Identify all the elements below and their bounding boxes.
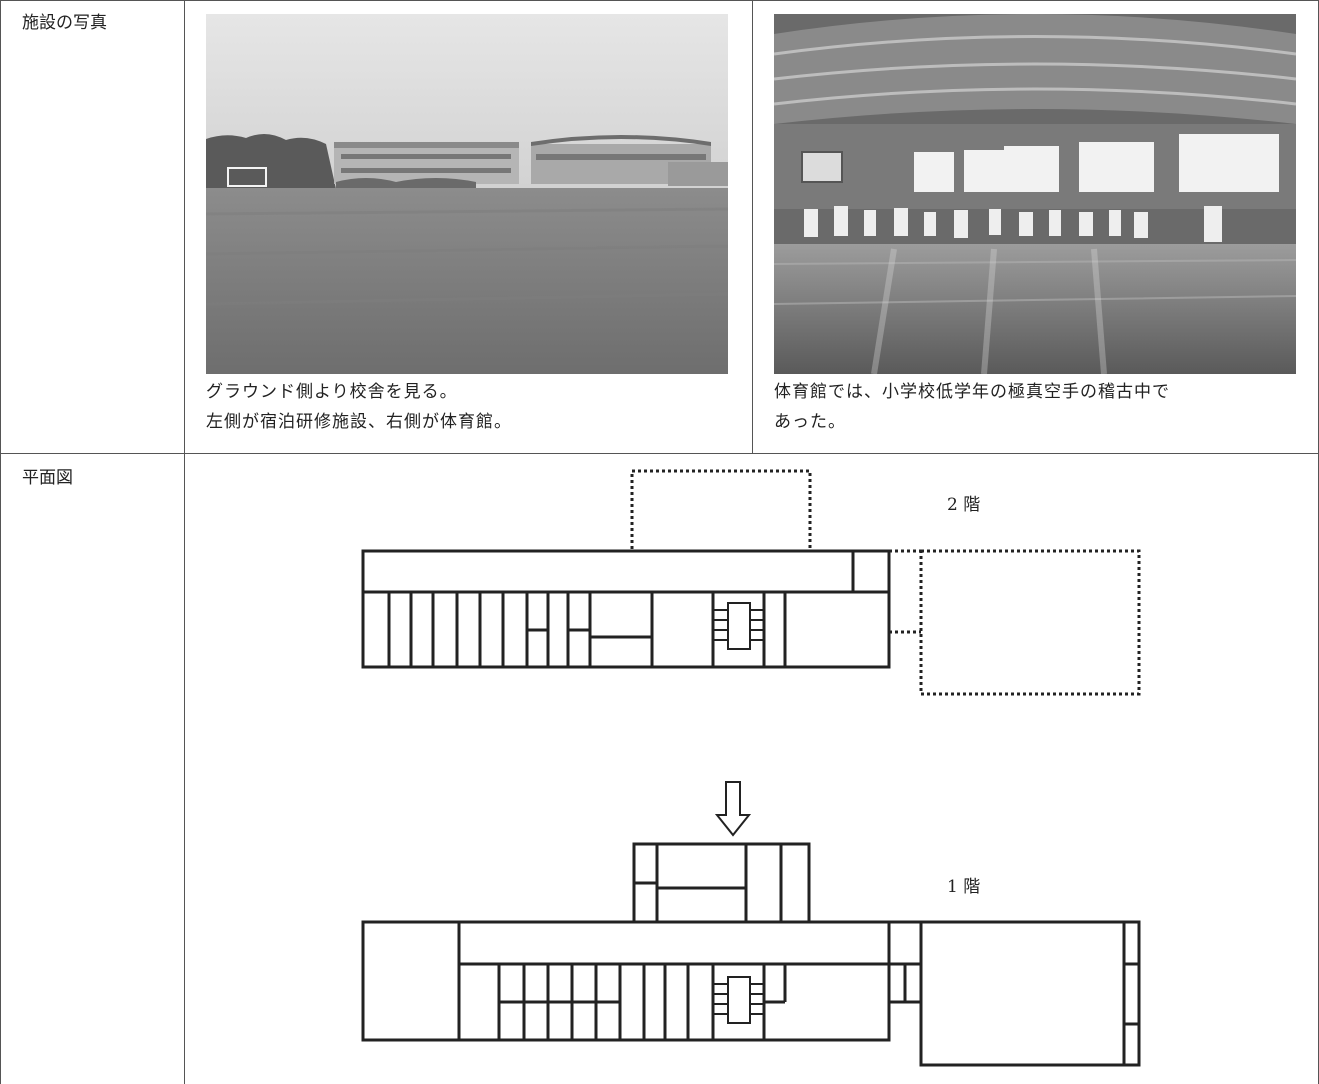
floor1-plan [361,842,1141,1067]
table-row-divider [0,453,1319,454]
table-top-border [0,0,1319,1]
school-building-photo [206,14,728,374]
table-photo-divider [752,0,753,453]
gymnasium-image [774,14,1296,374]
row-label-photos: 施設の写真 [22,13,107,33]
left-photo-caption-1: グラウンド側より校舎を見る。 [206,382,458,402]
floor-plan-diagram [361,469,1141,1067]
left-photo-caption-2: 左側が宿泊研修施設、右側が体育館。 [206,412,512,432]
table-label-divider [184,0,185,1084]
row-label-floorplan: 平面図 [22,468,73,488]
entrance-arrow-icon [714,781,752,837]
right-photo-caption-2: あった。 [774,412,846,432]
gymnasium-photo [774,14,1296,374]
floor2-plan [361,469,1141,696]
table-left-border [0,0,1,1084]
floor2-label: 2 階 [947,495,981,515]
floor1-label: 1 階 [947,877,981,897]
right-photo-caption-1: 体育館では、小学校低学年の極真空手の稽古中で [774,382,1170,402]
school-building-image [206,14,728,374]
